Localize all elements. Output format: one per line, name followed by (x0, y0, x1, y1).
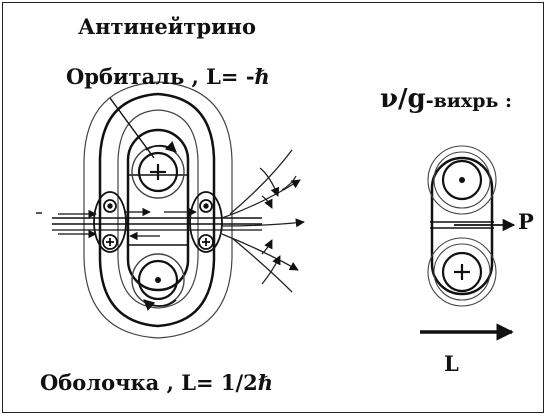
field-lines (221, 149, 305, 293)
vortex-label: ν/g-вихрь : (380, 86, 512, 112)
orbital-label: Орбиталь , L= -ℏ (66, 64, 270, 89)
vortex-axis (430, 221, 494, 229)
vortex-core (430, 156, 494, 296)
right-ring (189, 191, 223, 253)
upper-vortex (131, 141, 185, 199)
orbital-leader (109, 97, 155, 159)
angular-momentum-label: L (444, 351, 459, 376)
figure-border (2, 2, 544, 413)
momentum-label: P (518, 209, 534, 234)
vortex-symbol: ν/g (380, 84, 426, 114)
shell-outline (83, 81, 233, 339)
vortex-suffix: -вихрь : (425, 90, 513, 112)
shell-label: Оболочка , L= 1/2ℏ (40, 370, 274, 395)
vortex-lower (427, 237, 497, 307)
vortex-upper (427, 145, 497, 215)
lower-vortex (131, 253, 185, 311)
left-ring (93, 191, 127, 253)
axis-lines (36, 207, 262, 241)
title: Антинейтрино (78, 14, 257, 39)
